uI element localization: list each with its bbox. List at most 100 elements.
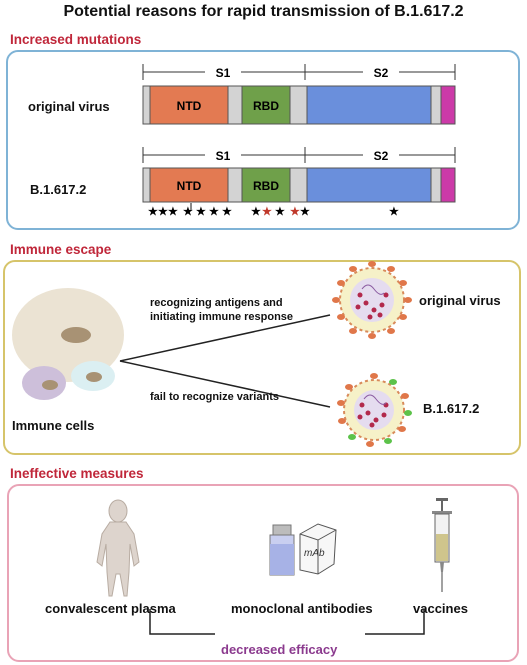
viral-core	[354, 390, 394, 430]
s1-label: S1	[216, 149, 231, 163]
mutation-star: ★	[251, 206, 261, 218]
ntd-domain	[149, 85, 229, 125]
spike-protein	[368, 333, 376, 339]
rna-strand	[361, 284, 385, 295]
ntd-label: NTD	[177, 179, 202, 193]
mutated-spike-protein	[389, 379, 397, 385]
immune-cell-nucleus	[61, 327, 91, 343]
spike-protein	[366, 441, 374, 447]
variant-virus-label: B.1.617.2	[423, 401, 480, 416]
arrow-to-variant	[119, 360, 331, 408]
spike-protein	[349, 266, 357, 272]
immune-cell-nucleus	[86, 372, 102, 382]
rbd-label: RBD	[253, 179, 279, 193]
mutated-spike-protein	[384, 438, 392, 444]
mutation-star: ★	[222, 206, 232, 218]
s1-label-bg	[205, 147, 241, 163]
original-virus-row-label: original virus	[28, 99, 110, 114]
deletion-marker	[190, 203, 192, 210]
mutation-star: ★	[158, 206, 168, 218]
arrow-to-original-virus	[119, 314, 331, 362]
bracket-label-bg	[215, 628, 365, 642]
rbd-domain	[241, 167, 291, 203]
rna-strand	[363, 394, 387, 405]
mutation-star: ★	[209, 206, 219, 218]
spike-protein	[401, 393, 409, 399]
spike-protein	[337, 400, 345, 406]
original-virus-icon	[332, 261, 412, 339]
convalescent-plasma-label: convalescent plasma	[45, 601, 176, 616]
s2-label: S2	[374, 149, 389, 163]
section-title-measures: Ineffective measures	[10, 466, 144, 481]
immune-panel	[3, 260, 521, 455]
vial-icon	[269, 524, 295, 576]
spike-protein	[337, 280, 345, 286]
mutations-panel	[6, 50, 520, 230]
mutation-markers: ★ ★ ★ ★ ★ ★ ★ ★ ★ ★ ★ ★ ★	[148, 203, 399, 218]
rna-particle	[367, 314, 373, 320]
recognition-description: recognizing antigens and initiating immu…	[150, 297, 294, 323]
mutation-star: ★	[168, 206, 178, 218]
rna-particle	[383, 292, 389, 298]
spike-protein	[399, 314, 407, 320]
ntd-label: NTD	[177, 99, 202, 113]
original-virus-label: original virus	[419, 293, 501, 308]
spike-protein	[337, 314, 345, 320]
spike-protein	[338, 418, 346, 424]
rna-particle	[363, 300, 369, 306]
rna-particle	[377, 312, 383, 318]
s2-domain	[306, 167, 432, 203]
vaccines-label: vaccines	[413, 601, 468, 616]
syringe-icon	[432, 498, 452, 592]
rna-particle	[355, 304, 361, 310]
spike-protein-diagram: S1 S2 NTD RBD S1 S2 NTD RBD ★ ★ ★ ★	[142, 64, 456, 218]
mutated-spike-protein	[348, 434, 356, 440]
spike-protein	[332, 297, 340, 303]
immune-escape-diagram	[12, 261, 412, 447]
page-title: Potential reasons for rapid transmission…	[63, 3, 464, 20]
variant-row-label: B.1.617.2	[30, 182, 87, 197]
rna-particle	[369, 422, 375, 428]
variant-spike-schematic: S1 S2 NTD RBD ★ ★ ★ ★ ★ ★ ★ ★ ★ ★ ★ ★ ★	[142, 147, 456, 218]
spike-protein	[387, 328, 395, 334]
ntd-domain	[149, 167, 229, 203]
transmembrane-domain	[440, 85, 456, 125]
rbd-domain	[241, 85, 291, 125]
mutation-star: ★	[389, 206, 399, 218]
s1-label: S1	[216, 66, 231, 80]
spike-protein	[345, 384, 353, 390]
rna-particle	[357, 414, 363, 420]
variant-virus-icon	[337, 373, 412, 447]
mab-label: mAb	[304, 548, 325, 559]
rna-particle	[371, 307, 377, 313]
s2-domain	[306, 85, 432, 125]
spike-protein	[398, 426, 406, 432]
s1-label-bg	[205, 64, 241, 80]
mutation-star-red: ★	[262, 206, 272, 218]
spike-protein	[387, 266, 395, 272]
measures-illustrations: mAb	[96, 498, 452, 642]
rna-particle	[357, 292, 363, 298]
rna-particle	[359, 402, 365, 408]
section-title-mutations: Increased mutations	[10, 32, 142, 47]
mutation-star: ★	[183, 206, 193, 218]
s2-label-bg	[363, 147, 399, 163]
original-spike-schematic: S1 S2 NTD RBD	[142, 64, 456, 125]
immune-cell-nucleus	[42, 380, 58, 390]
spike-protein	[404, 297, 412, 303]
mutation-star: ★	[300, 206, 310, 218]
rna-particle	[373, 417, 379, 423]
human-figure-icon	[96, 499, 140, 597]
mutation-star: ★	[275, 206, 285, 218]
spike-protein	[368, 261, 376, 267]
escape-description: fail to recognize variants	[150, 391, 279, 403]
spike-protein	[370, 373, 378, 379]
mutation-star: ★	[196, 206, 206, 218]
mutation-star-red: ★	[290, 206, 300, 218]
mutated-spike-protein	[404, 410, 412, 416]
rna-particle	[365, 410, 371, 416]
decreased-efficacy-label: decreased efficacy	[221, 642, 338, 657]
s2-label-bg	[363, 64, 399, 80]
mutation-star: ★	[148, 206, 158, 218]
transmembrane-domain	[440, 167, 456, 203]
